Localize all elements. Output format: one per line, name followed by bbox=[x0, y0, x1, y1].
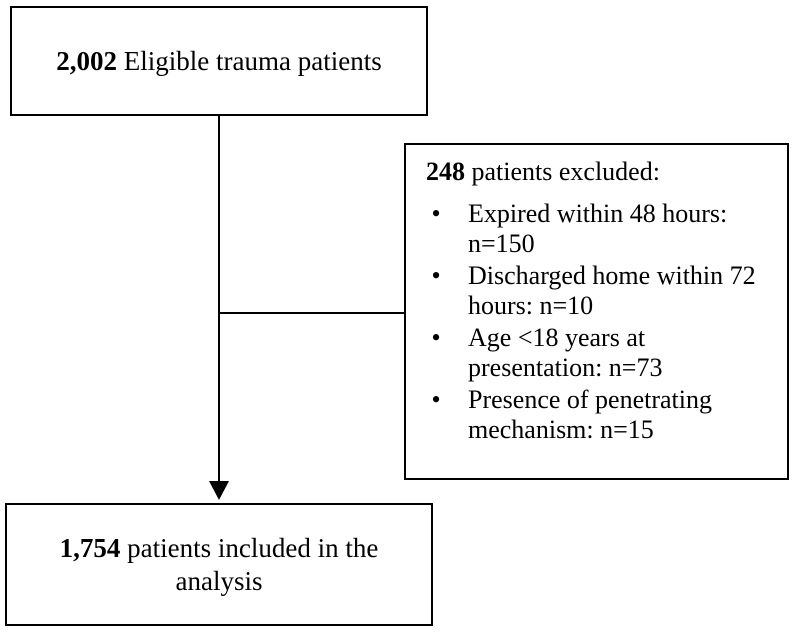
exclusion-line: mechanism: n=15 bbox=[468, 415, 654, 444]
exclusion-item: • Age <18 years at presentation: n=73 bbox=[426, 323, 771, 383]
bullet-icon: • bbox=[431, 323, 441, 352]
excluded-patients-box: 248 patients excluded: • Expired within … bbox=[404, 143, 789, 480]
included-patients-box: 1,754 patients included in the analysis bbox=[5, 503, 433, 626]
bullet-icon: • bbox=[431, 199, 441, 228]
exclusion-line: Expired within 48 hours: bbox=[468, 199, 728, 228]
excluded-heading: 248 patients excluded: bbox=[426, 157, 771, 187]
exclusion-line: Discharged home within 72 bbox=[468, 261, 756, 290]
eligible-patients-box: 2,002 Eligible trauma patients bbox=[10, 6, 428, 116]
included-label: patients included in the analysis bbox=[120, 532, 379, 596]
included-patients-text: 1,754 patients included in the analysis bbox=[37, 532, 401, 598]
eligible-label: Eligible trauma patients bbox=[117, 45, 382, 76]
exclusion-item: • Presence of penetrating mechanism: n=1… bbox=[426, 385, 771, 445]
exclusion-line: n=150 bbox=[468, 229, 535, 258]
excluded-count: 248 bbox=[426, 157, 465, 186]
bullet-icon: • bbox=[431, 385, 441, 414]
exclusion-line: hours: n=10 bbox=[468, 291, 594, 320]
exclusion-line: Age <18 years at bbox=[468, 323, 646, 352]
down-arrow-head bbox=[209, 481, 229, 500]
exclusion-item: • Discharged home within 72 hours: n=10 bbox=[426, 261, 771, 321]
included-count: 1,754 bbox=[59, 532, 121, 563]
eligible-count: 2,002 bbox=[56, 45, 118, 76]
bullet-icon: • bbox=[431, 261, 441, 290]
exclusion-list: • Expired within 48 hours: n=150 • Disch… bbox=[426, 199, 771, 445]
exclusion-line: presentation: n=73 bbox=[468, 353, 663, 382]
exclusion-line: Presence of penetrating bbox=[468, 385, 713, 414]
excluded-label: patients excluded: bbox=[465, 157, 660, 186]
eligible-patients-text: 2,002 Eligible trauma patients bbox=[56, 46, 381, 77]
exclusion-item: • Expired within 48 hours: n=150 bbox=[426, 199, 771, 259]
